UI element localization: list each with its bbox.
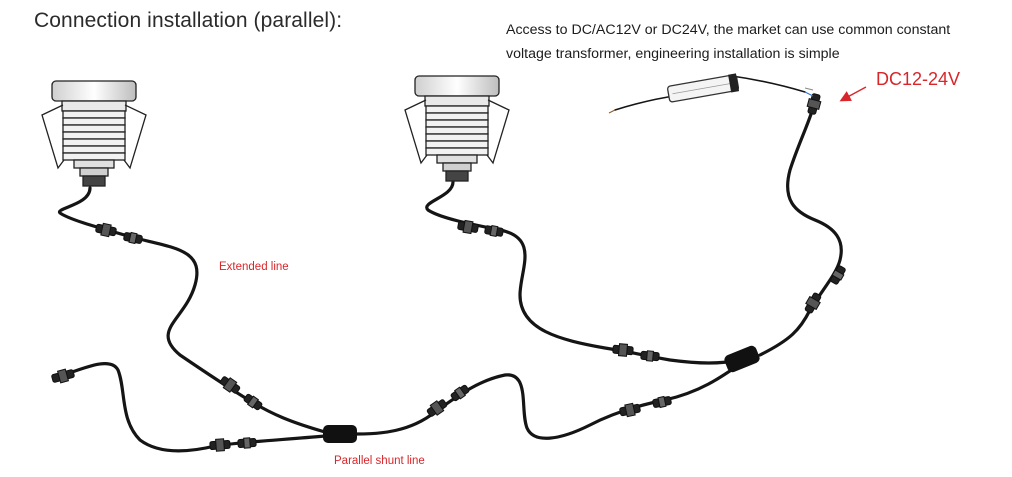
driver-wire-brown: [608, 109, 616, 114]
driver-wire-white: [804, 87, 814, 91]
light-fixture-left: [41, 80, 147, 187]
voltage-label: DC12-24V: [876, 69, 961, 89]
connector: [51, 368, 75, 384]
description-line-2: voltage transformer, engineering install…: [506, 46, 840, 62]
connector: [806, 93, 822, 115]
connector: [830, 265, 846, 285]
voltage-arrow: [839, 86, 867, 102]
connector: [219, 376, 241, 394]
connector: [237, 437, 257, 449]
shunt-link-cable: [355, 360, 745, 440]
page-title: Connection installation (parallel):: [34, 9, 343, 32]
constant-voltage-driver: [666, 73, 740, 103]
parallel-shunt-line-label: Parallel shunt line: [334, 455, 425, 467]
connector: [209, 438, 231, 452]
power-description: Access to DC/AC12V or DC24V, the market …: [506, 18, 1006, 66]
parallel-shunt-box-right: [724, 345, 760, 373]
left-trunk-cable: [53, 362, 327, 453]
driver-wire-blue: [804, 91, 814, 97]
middle-light-cable: [425, 180, 742, 365]
connector: [95, 222, 117, 238]
connector: [484, 224, 504, 238]
description-line-1: Access to DC/AC12V or DC24V, the market …: [506, 22, 951, 38]
connector: [652, 395, 672, 409]
connector: [426, 399, 448, 417]
extended-line-label: Extended line: [219, 261, 289, 273]
connector: [457, 219, 479, 235]
connector: [804, 292, 822, 314]
connector: [123, 231, 143, 245]
power-cable: [758, 106, 843, 357]
parallel-shunt-box-left: [323, 425, 357, 443]
driver-right-leads: [731, 75, 806, 93]
connector: [612, 343, 634, 357]
connector: [619, 402, 641, 418]
light-fixture-middle: [404, 75, 510, 182]
connector: [640, 350, 660, 362]
connector: [243, 393, 263, 411]
connector: [450, 384, 470, 402]
